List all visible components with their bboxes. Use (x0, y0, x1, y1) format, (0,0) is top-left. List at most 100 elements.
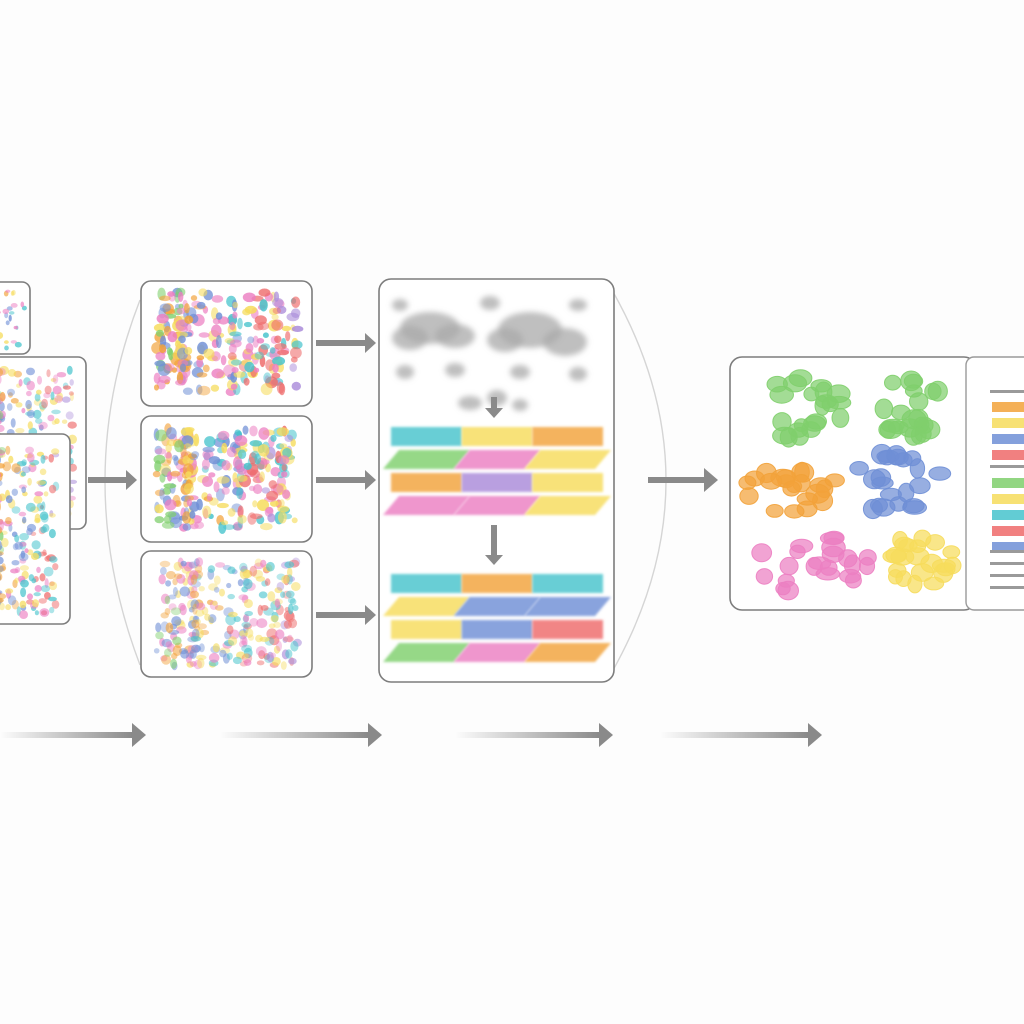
scatter-dot (37, 375, 42, 385)
scatter-dot (47, 414, 55, 422)
scatter-dot (236, 475, 248, 482)
scatter-dot (172, 645, 182, 657)
scatter-dot (219, 588, 225, 597)
scatter-dot (0, 410, 4, 420)
scatter-dot (167, 291, 175, 297)
scatter-dot (0, 519, 4, 526)
scatter-dot (36, 480, 46, 485)
scatter-dot (185, 471, 192, 478)
scatter-dot (19, 558, 27, 564)
cluster-cell (831, 407, 850, 428)
scatter-dot (260, 523, 273, 531)
scatter-dot (21, 459, 27, 466)
scatter-dot (179, 604, 187, 616)
scatter-dot (18, 379, 23, 387)
band-segment (453, 643, 541, 662)
scatter-dot (0, 526, 3, 534)
scatter-dot (68, 391, 74, 396)
legend-text-line (990, 390, 1024, 393)
scatter-dot (276, 427, 289, 436)
scatter-dot (263, 372, 272, 384)
scatter-dot (249, 513, 263, 520)
scatter-dot (6, 306, 13, 311)
scatter-dot (0, 424, 5, 433)
scatter-dot (21, 466, 31, 474)
cluster-cell (942, 545, 961, 559)
scatter-dot (285, 590, 295, 598)
scatter-dot (243, 377, 250, 386)
cluster-cell (777, 573, 795, 588)
scatter-dot (230, 383, 238, 390)
scatter-dot (184, 315, 194, 324)
band-segment (532, 574, 603, 593)
scatter-dot (266, 651, 274, 663)
scatter-dot (243, 321, 253, 328)
scatter-dot (160, 612, 169, 619)
scatter-dot (232, 656, 242, 665)
scatter-dot (35, 418, 43, 424)
scatter-dot (272, 307, 282, 315)
legend-swatch (992, 494, 1024, 504)
scatter-dot (0, 374, 2, 385)
scatter-dot (51, 420, 57, 425)
scatter-dot (268, 623, 276, 629)
scatter-dot (7, 388, 15, 396)
scatter-dot (176, 307, 186, 315)
scatter-dot (244, 610, 253, 617)
scatter-dot (164, 608, 171, 615)
scatter-dot (254, 367, 260, 373)
scatter-dot (197, 385, 211, 396)
scatter-dot (195, 654, 207, 661)
scatter-dot (180, 427, 194, 437)
scatter-dot (159, 303, 171, 313)
scatter-dot (21, 486, 27, 494)
scatter-dot (178, 291, 184, 302)
scatter-dot (226, 446, 237, 458)
scatter-dot (202, 476, 213, 487)
scatter-dot (237, 514, 247, 524)
scatter-dot (230, 359, 242, 366)
scatter-dot (160, 335, 167, 348)
scatter-dot (243, 599, 253, 609)
scatter-dot (280, 661, 287, 670)
scatter-dot (227, 566, 236, 574)
scatter-dot (258, 591, 268, 599)
scatter-dot (287, 634, 293, 643)
scatter-dot (163, 483, 177, 489)
scatter-dot (288, 603, 294, 615)
scatter-dot (13, 325, 18, 330)
cluster-cell (769, 385, 795, 404)
scatter-dot (34, 491, 44, 497)
scatter-dot (217, 430, 230, 441)
scatter-dot (260, 605, 269, 611)
scatter-dot (244, 305, 257, 314)
scatter-dot (191, 451, 200, 459)
scatter-dot (255, 576, 266, 582)
cluster-cell (772, 412, 792, 432)
scatter-dot (43, 491, 49, 497)
cluster-cell (909, 477, 931, 495)
scatter-dot (249, 440, 262, 447)
band-segment (383, 496, 470, 515)
scatter-dot (202, 364, 210, 373)
scatter-dot (34, 610, 40, 616)
band-segment (532, 620, 603, 639)
band-segment (383, 597, 470, 616)
scatter-dot (24, 548, 29, 554)
scatter-dot (279, 499, 285, 508)
scatter-dot (31, 540, 41, 550)
scatter-dot (21, 407, 26, 414)
scatter-dot (226, 582, 232, 589)
scatter-dot (178, 335, 186, 344)
scatter-dot (7, 392, 13, 398)
cluster-cell (759, 472, 783, 490)
scatter-dot (274, 335, 282, 344)
scatter-dot (10, 398, 19, 404)
scatter-dot (215, 562, 226, 568)
scatter-dot (213, 575, 221, 585)
cluster-cell (808, 556, 832, 571)
scatter-dot (155, 329, 164, 337)
scatter-dot (0, 551, 4, 556)
cloud-icon (392, 296, 587, 411)
scatter-dot (276, 381, 285, 394)
